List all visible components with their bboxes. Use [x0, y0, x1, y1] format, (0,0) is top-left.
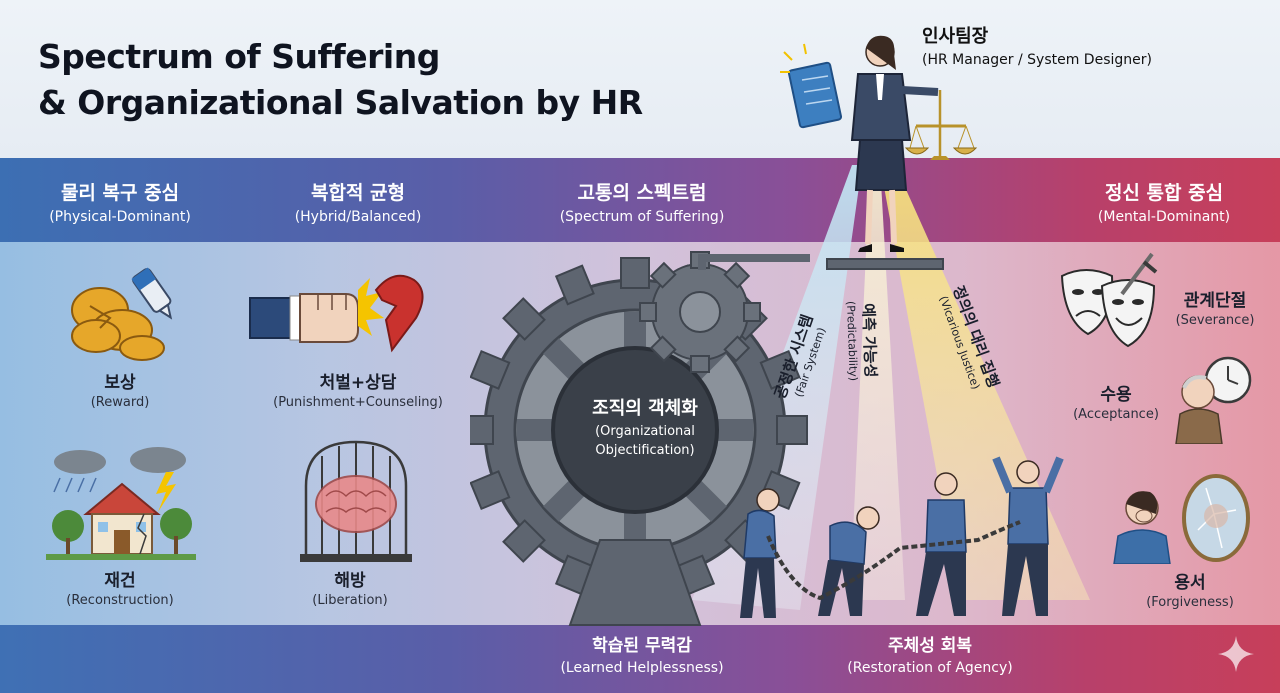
gear-lever-arm	[698, 254, 810, 270]
manager-skirt	[854, 139, 908, 191]
title-line-2: & Organizational Salvation by HR	[38, 83, 643, 122]
footer-restoration-of-agency-ko: 주체성 회복	[887, 636, 973, 656]
gear-label-en-1: (Organizational	[595, 424, 695, 439]
chained-figures	[740, 456, 1064, 618]
item-liberation: 해방 (Liberation)	[270, 570, 430, 610]
figure-bent	[818, 506, 880, 616]
column-header-mental: 정신 통합 중심 (Mental-Dominant)	[1064, 180, 1264, 228]
item-acceptance: 수용 (Acceptance)	[1056, 384, 1176, 424]
item-punishment-counseling: 처벌+상담 (Punishment+Counseling)	[248, 372, 468, 412]
item-reconstruction: 재건 (Reconstruction)	[40, 570, 200, 610]
column-header-mental-ko: 정신 통합 중심	[1104, 182, 1224, 204]
item-reward-en: (Reward)	[90, 395, 150, 410]
chain	[766, 520, 1021, 601]
coins-glue-icon	[71, 267, 173, 361]
column-header-spectrum: 고통의 스펙트럼 (Spectrum of Suffering)	[532, 180, 752, 228]
title-line-1: Spectrum of Suffering	[38, 37, 440, 76]
item-liberation-ko: 해방	[334, 571, 366, 591]
item-punishment-counseling-ko: 처벌+상담	[319, 373, 397, 393]
item-liberation-en: (Liberation)	[312, 593, 388, 608]
column-header-band	[0, 158, 1280, 242]
beam-label-predictability: 예측 가능성 (Predictability)	[843, 300, 881, 382]
hr-manager-ko: 인사팀장	[922, 26, 989, 47]
beam-predictability	[850, 165, 905, 600]
beam-label-predictability-ko: 예측 가능성	[859, 303, 880, 378]
sparkle-icon	[1218, 636, 1254, 672]
footer-learned-helplessness-en: (Learned Helplessness)	[560, 660, 724, 676]
column-header-physical: 물리 복구 중심 (Physical-Dominant)	[20, 180, 220, 228]
theater-masks-icon	[1060, 252, 1158, 348]
fist-heart-icon	[249, 274, 424, 353]
storm-house-icon	[46, 447, 196, 560]
item-punishment-counseling-en: (Punishment+Counseling)	[273, 395, 443, 410]
gear-label-ko: 조직의 객체화	[592, 398, 698, 419]
column-header-spectrum-ko: 고통의 스펙트럼	[577, 182, 707, 204]
gear-stand	[568, 539, 702, 626]
item-forgiveness-en: (Forgiveness)	[1146, 595, 1234, 610]
gear-machine	[470, 251, 810, 626]
column-header-physical-ko: 물리 복구 중심	[60, 182, 180, 204]
column-header-hybrid-en: (Hybrid/Balanced)	[294, 209, 422, 225]
hr-manager-en: (HR Manager / System Designer)	[922, 52, 1152, 68]
figure-hunched	[740, 488, 780, 618]
item-forgiveness-ko: 용서	[1174, 573, 1206, 593]
footer-restoration-of-agency: 주체성 회복 (Restoration of Agency)	[820, 634, 1040, 678]
item-severance-en: (Severance)	[1175, 313, 1255, 328]
figure-freed	[992, 456, 1064, 616]
page-title: Spectrum of Suffering & Organizational S…	[38, 34, 643, 126]
item-forgiveness: 용서 (Forgiveness)	[1130, 572, 1250, 612]
column-header-physical-en: (Physical-Dominant)	[49, 209, 191, 225]
footer-learned-helplessness-ko: 학습된 무력감	[592, 636, 692, 656]
beam-label-predictability-en: (Predictability)	[844, 300, 860, 382]
blueprint-icon	[780, 43, 843, 129]
scales-icon	[904, 90, 978, 160]
column-header-hybrid-ko: 복합적 균형	[310, 182, 405, 204]
footer-band	[0, 625, 1280, 693]
hr-manager-figure	[780, 35, 978, 252]
gear-label: 조직의 객체화 (Organizational Objectification)	[560, 396, 730, 460]
gear-label-en-2: Objectification)	[595, 443, 695, 458]
item-reconstruction-ko: 재건	[104, 571, 136, 591]
caged-brain-icon	[300, 440, 412, 562]
hr-manager-label: 인사팀장 (HR Manager / System Designer)	[922, 24, 1152, 70]
elderly-clock-icon	[1175, 356, 1252, 444]
column-header-spectrum-en: (Spectrum of Suffering)	[559, 209, 725, 225]
column-header-hybrid: 복합적 균형 (Hybrid/Balanced)	[258, 180, 458, 228]
title-band	[0, 0, 1280, 158]
item-severance: 관계단절 (Severance)	[1160, 290, 1270, 330]
footer-learned-helplessness: 학습된 무력감 (Learned Helplessness)	[532, 634, 752, 678]
item-reconstruction-en: (Reconstruction)	[66, 593, 174, 608]
item-severance-ko: 관계단절	[1183, 291, 1247, 311]
figure-rising	[916, 472, 967, 616]
item-acceptance-en: (Acceptance)	[1073, 407, 1159, 422]
item-reward: 보상 (Reward)	[40, 372, 200, 412]
mirror-crying-icon	[1113, 474, 1250, 564]
manager-jacket	[850, 73, 912, 141]
item-acceptance-ko: 수용	[1100, 385, 1132, 405]
footer-restoration-of-agency-en: (Restoration of Agency)	[847, 660, 1013, 676]
item-reward-ko: 보상	[104, 373, 136, 393]
hr-platform	[826, 258, 944, 270]
column-header-mental-en: (Mental-Dominant)	[1097, 209, 1231, 225]
